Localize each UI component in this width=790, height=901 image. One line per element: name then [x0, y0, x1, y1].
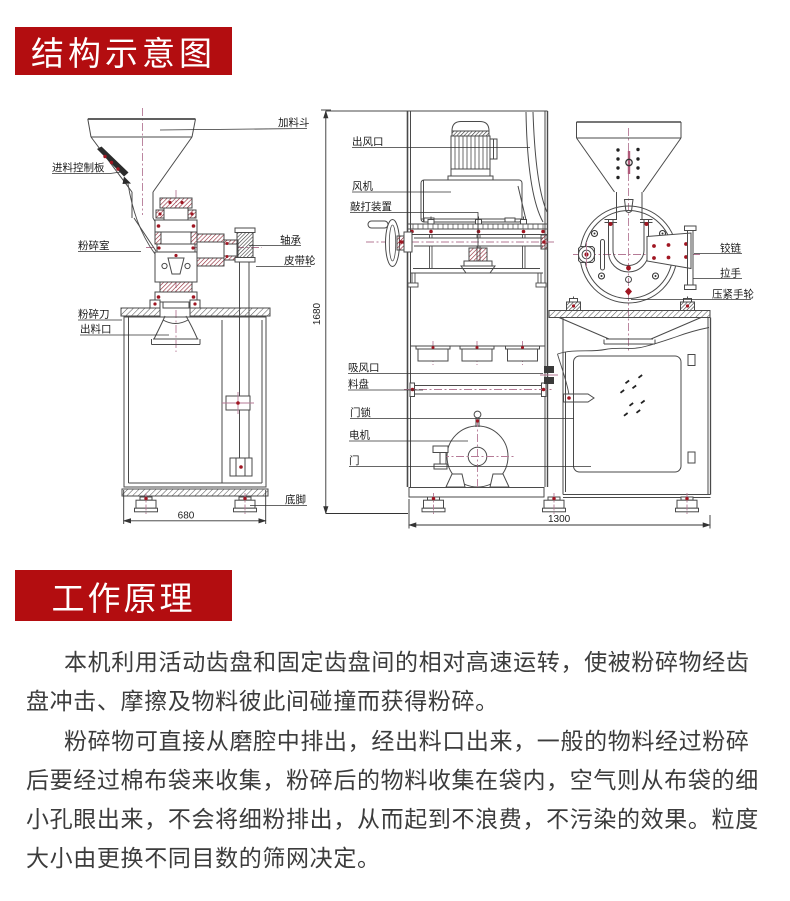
callout-labels: 加料斗 进料控制板 粉碎室 轴承 皮带轮 粉碎刀 出料口 底脚 出风口 风机 敲… — [52, 116, 754, 506]
dim-1680: 1680 — [312, 302, 323, 325]
label-feed-control-plate: 进料控制板 — [52, 161, 105, 174]
dimension-annotations — [122, 109, 711, 529]
dimension-texts: 680 1300 1680 — [178, 302, 571, 525]
label-material-tray: 料盘 — [348, 378, 369, 391]
left-machine-view — [87, 108, 271, 516]
working-principle-text: 本机利用活动齿盘和固定齿盘间的相对高速运转，使被粉碎物经齿 盘冲击、摩擦及物料彼… — [26, 643, 770, 879]
label-belt-pulley: 皮带轮 — [284, 254, 316, 267]
label-door: 门 — [349, 454, 360, 467]
label-crushing-blade: 粉碎刀 — [78, 308, 110, 321]
label-door-lock: 门锁 — [350, 406, 371, 419]
label-discharge-outlet: 出料口 — [80, 323, 112, 336]
label-handle: 拉手 — [720, 267, 741, 280]
label-bearing: 轴承 — [280, 234, 301, 247]
dim-1300: 1300 — [548, 514, 571, 525]
callout-leader-lines — [52, 128, 751, 506]
label-fan: 风机 — [352, 180, 373, 193]
dim-680: 680 — [178, 511, 195, 522]
label-crushing-chamber: 粉碎室 — [78, 239, 110, 252]
label-feed-hopper: 加料斗 — [278, 116, 310, 129]
label-pressing-handwheel: 压紧手轮 — [712, 288, 754, 301]
label-suction-inlet: 吸风口 — [348, 362, 380, 374]
right-machine-view — [548, 121, 712, 516]
label-air-outlet: 出风口 — [352, 135, 384, 148]
label-hinge: 铰链 — [720, 242, 741, 255]
principle-paragraph-1: 本机利用活动齿盘和固定齿盘间的相对高速运转，使被粉碎物经齿 盘冲击、摩擦及物料彼… — [26, 649, 750, 715]
principle-banner-title: 工作原理 — [15, 570, 232, 621]
middle-machine-view — [325, 110, 566, 516]
label-motor: 电机 — [349, 429, 370, 442]
principle-paragraph-2: 粉碎物可直接从磨腔中排出，经出料口出来，一般的物料经过粉碎 后要经过棉布袋来收集… — [26, 727, 759, 872]
structure-banner-title: 结构示意图 — [15, 27, 232, 75]
structure-diagram: 680 1300 1680 加料斗 进料控制板 粉碎室 轴承 皮带轮 粉碎刀 出… — [52, 108, 754, 529]
label-knocking-device: 敲打装置 — [350, 200, 392, 213]
label-foot: 底脚 — [285, 493, 306, 506]
